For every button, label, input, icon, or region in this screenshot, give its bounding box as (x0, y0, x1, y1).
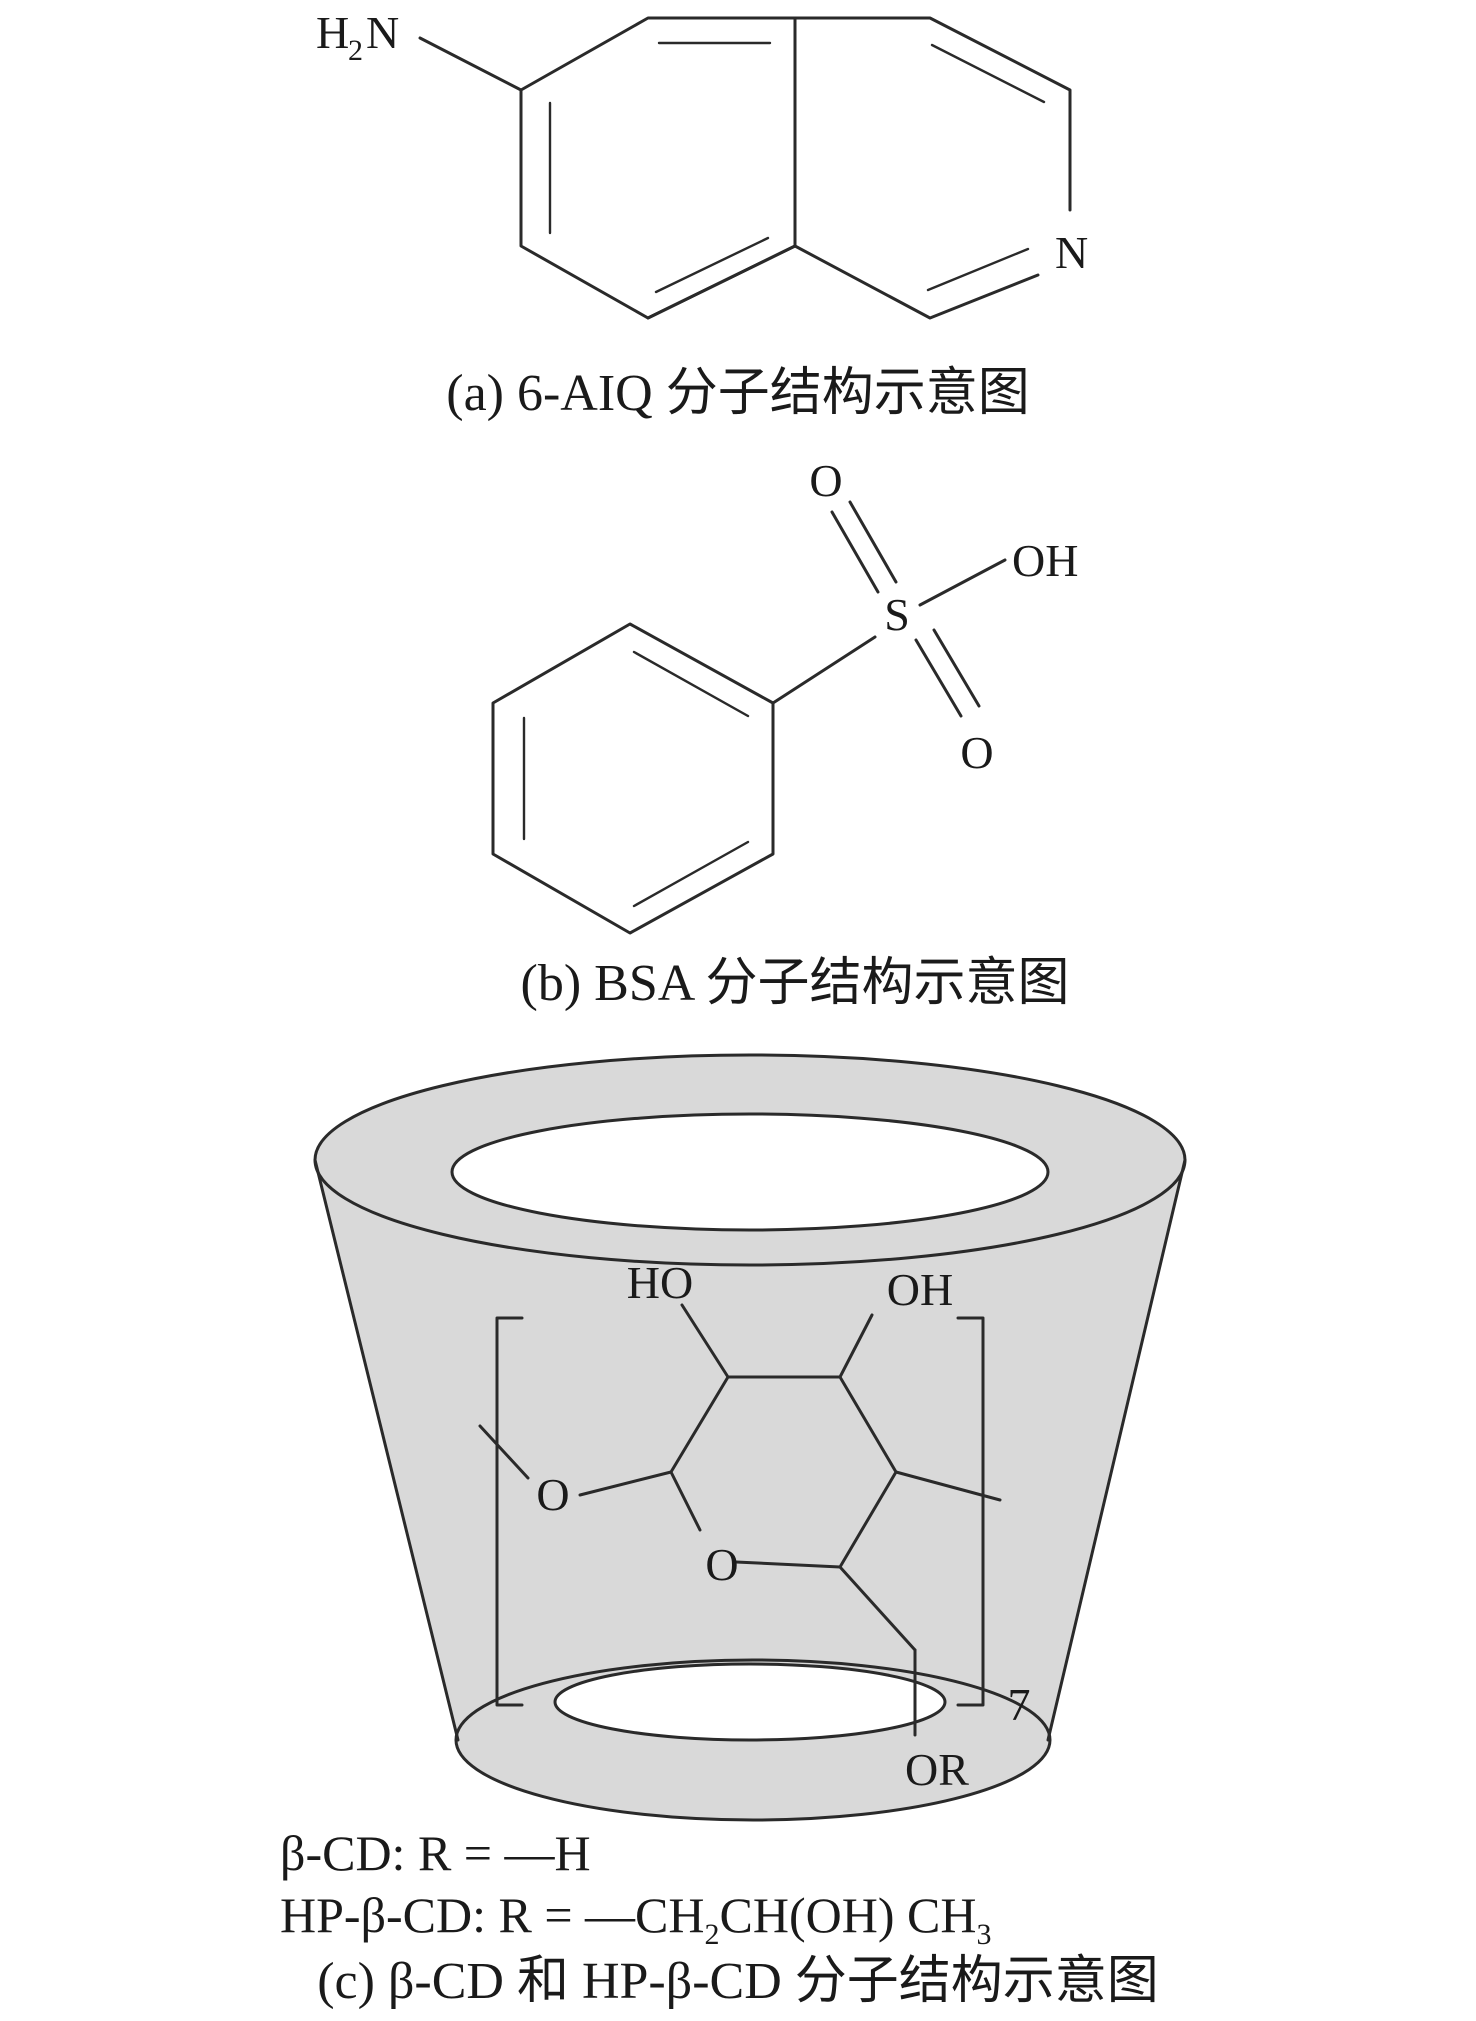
hp-beta-cd-formula: HP-β-CD: R = —CH2CH(OH) CH3 (280, 1887, 991, 1951)
sulfonic-acid-bonds (771, 500, 1007, 718)
top-cavity (450, 1112, 1050, 1232)
caption-a: (a) 6-AIQ 分子结构示意图 (446, 365, 1029, 422)
hp-formula-subscript-2: 3 (976, 1918, 991, 1951)
amine-subscript: 2 (348, 34, 363, 67)
glycosidic-oxygen-label: O (536, 1469, 569, 1520)
caption-b: (b) BSA 分子结构示意图 (521, 955, 1070, 1012)
panel-a-6-aiq: H 2 N N (a) 6-AIQ 分子结构示意图 (316, 7, 1088, 422)
hp-formula-middle: CH(OH) CH (720, 1887, 977, 1943)
glucose-unit-bonds (478, 1303, 1002, 1737)
oh-label: OH (887, 1264, 953, 1315)
ho-label: HO (627, 1257, 693, 1308)
or-label: OR (905, 1744, 969, 1795)
benzene-ring-bonds (491, 622, 775, 935)
ring-oxygen-label: O (705, 1539, 738, 1590)
panel-b-bsa: O OH S O (b) BSA 分子结构示意图 (491, 455, 1078, 1012)
ring-n-label: N (1055, 227, 1088, 278)
repeat-brackets (495, 1316, 985, 1707)
hp-formula-subscript-1: 2 (705, 1918, 720, 1951)
panel-c-cyclodextrin: HO OH O O OR 7 β-CD: R = —H HP-β-CD: R =… (280, 1053, 1187, 2010)
sulfur-label: S (884, 589, 910, 640)
cyclodextrin-cone (313, 1053, 1187, 1822)
oxygen-bottom-label: O (960, 727, 993, 778)
repeat-count-label: 7 (1008, 1679, 1031, 1730)
amine-n-label: N (366, 7, 399, 58)
hydroxyl-label: OH (1012, 535, 1078, 586)
beta-cd-formula: β-CD: R = —H (280, 1825, 591, 1881)
amine-h-label: H (316, 7, 349, 58)
hp-formula-prefix: HP-β-CD: R = —CH (280, 1887, 705, 1943)
caption-c: (c) β-CD 和 HP-β-CD 分子结构示意图 (317, 1953, 1159, 2010)
bottom-cavity (553, 1662, 947, 1742)
isoquinoline-bonds (418, 16, 1072, 320)
oxygen-top-label: O (809, 455, 842, 506)
